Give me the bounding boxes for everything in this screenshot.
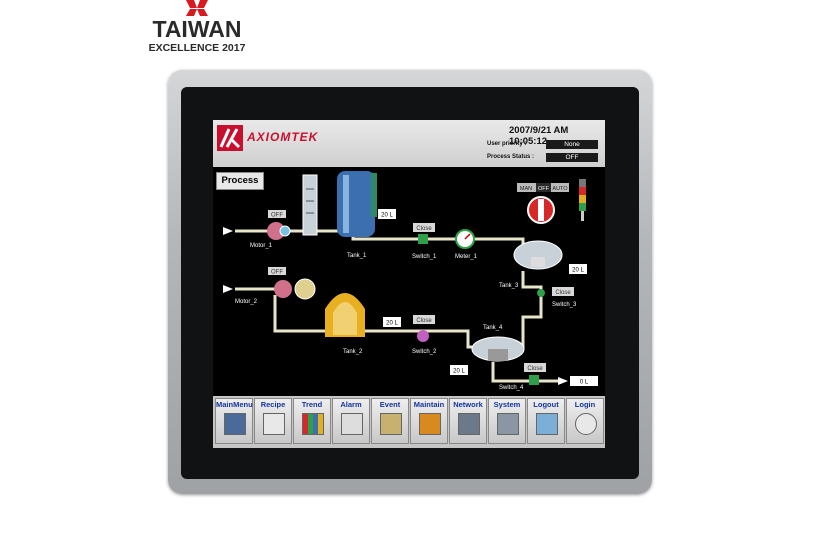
recipe-icon xyxy=(263,413,285,435)
logout-icon xyxy=(536,413,558,435)
tank-2-level: 20 L xyxy=(386,321,398,327)
tank-2: 20 L Tank_2 xyxy=(325,293,401,355)
tank-4-label: Tank_4 xyxy=(483,325,503,331)
level-gauge xyxy=(302,174,318,236)
award-subtitle: EXCELLENCE 2017 xyxy=(148,42,246,54)
inlet-arrow-icon xyxy=(223,285,233,293)
switch-4-state: Close xyxy=(527,366,543,372)
hmi-screen: AXIOMTEK 2007/9/21 AM 10:05:12 User prio… xyxy=(213,120,605,448)
tank-1-label: Tank_1 xyxy=(347,253,367,259)
motor-1[interactable]: OFF Motor_1 xyxy=(250,210,291,249)
tank-2-label: Tank_2 xyxy=(343,349,363,355)
network-icon xyxy=(458,413,480,435)
toolbar-maintain-button[interactable]: Maintain xyxy=(410,398,448,444)
tank-3: 20 L Tank_3 xyxy=(499,240,587,289)
switch-3-state: Close xyxy=(555,290,571,296)
trend-icon xyxy=(302,413,324,435)
event-icon xyxy=(380,413,402,435)
tank-1-level: 20 L xyxy=(381,213,393,219)
award-brand: TAIWAN xyxy=(152,16,242,42)
mode-off: OFF xyxy=(538,186,550,192)
toolbar-network-button[interactable]: Network xyxy=(449,398,487,444)
switch-3-label: Switch_3 xyxy=(552,302,577,308)
hmi-toolbar: MainMenu Recipe Trend Alarm Event Mainta… xyxy=(213,396,605,448)
toolbar-event-button[interactable]: Event xyxy=(371,398,409,444)
toolbar-mainmenu-button[interactable]: MainMenu xyxy=(215,398,253,444)
alarm-icon xyxy=(341,413,363,435)
switch-1-label: Switch_1 xyxy=(412,254,437,260)
award-mark-icon xyxy=(186,0,208,16)
mainmenu-icon xyxy=(224,413,246,435)
toolbar-alarm-button[interactable]: Alarm xyxy=(332,398,370,444)
system-icon xyxy=(497,413,519,435)
mode-selector[interactable]: MAN OFF AUTO xyxy=(517,183,569,224)
switch-1[interactable]: Close Switch_1 xyxy=(412,223,437,260)
switch-4[interactable]: Close Switch_4 xyxy=(499,363,546,391)
login-icon xyxy=(575,413,597,435)
outlet-arrow-icon xyxy=(558,377,568,385)
switch-2-state: Close xyxy=(416,318,432,324)
datetime-display: 2007/9/21 AM 10:05:12 xyxy=(509,125,569,147)
switch-2-label: Switch_2 xyxy=(412,349,437,355)
switch-3[interactable]: Close Switch_3 xyxy=(537,287,577,308)
motor-2-state: OFF xyxy=(271,270,283,276)
switch-1-state: Close xyxy=(416,226,432,232)
switch-2[interactable]: Close Switch_2 xyxy=(412,315,437,355)
mode-man: MAN xyxy=(520,186,532,192)
meter-1: Meter_1 xyxy=(455,229,478,260)
switch-4-label: Switch_4 xyxy=(499,385,524,391)
motor-1-state: OFF xyxy=(271,213,283,219)
taiwan-excellence-logo: TAIWAN EXCELLENCE 2017 xyxy=(142,0,252,58)
stack-light xyxy=(579,179,586,221)
axiomtek-logo-icon xyxy=(217,125,243,151)
inlet-arrow-icon xyxy=(223,227,233,235)
tank-3-level: 20 L xyxy=(572,268,584,274)
tank-3-label: Tank_3 xyxy=(499,283,519,289)
process-status-value: OFF xyxy=(546,153,598,162)
toolbar-login-button[interactable]: Login xyxy=(566,398,604,444)
maintain-icon xyxy=(419,413,441,435)
output-level-box xyxy=(570,376,598,386)
process-status-label: Process Status : xyxy=(487,154,535,160)
tank-1: 20 L Tank_1 xyxy=(337,171,396,259)
meter-1-label: Meter_1 xyxy=(455,254,478,260)
toolbar-trend-button[interactable]: Trend xyxy=(293,398,331,444)
user-priority-value: None xyxy=(546,140,598,149)
tank-4-level: 20 L xyxy=(453,369,465,375)
company-name: AXIOMTEK xyxy=(247,130,319,144)
hmi-header: AXIOMTEK 2007/9/21 AM 10:05:12 User prio… xyxy=(213,120,605,167)
process-button[interactable]: Process xyxy=(216,172,264,190)
output-level: 0 L xyxy=(580,380,589,386)
motor-1-label: Motor_1 xyxy=(250,243,273,249)
toolbar-logout-button[interactable]: Logout xyxy=(527,398,565,444)
tank-4: 20 L Tank_4 xyxy=(450,325,525,375)
mode-auto: AUTO xyxy=(552,186,568,192)
toolbar-recipe-button[interactable]: Recipe xyxy=(254,398,292,444)
user-priority-label: User priority : xyxy=(487,141,527,147)
motor-2-label: Motor_2 xyxy=(235,299,258,305)
toolbar-system-button[interactable]: System xyxy=(488,398,526,444)
motor-2[interactable]: OFF Motor_2 xyxy=(235,267,316,305)
process-diagram: OFF Motor_1 20 L Tank_1 Close Switch_1 xyxy=(223,171,598,391)
